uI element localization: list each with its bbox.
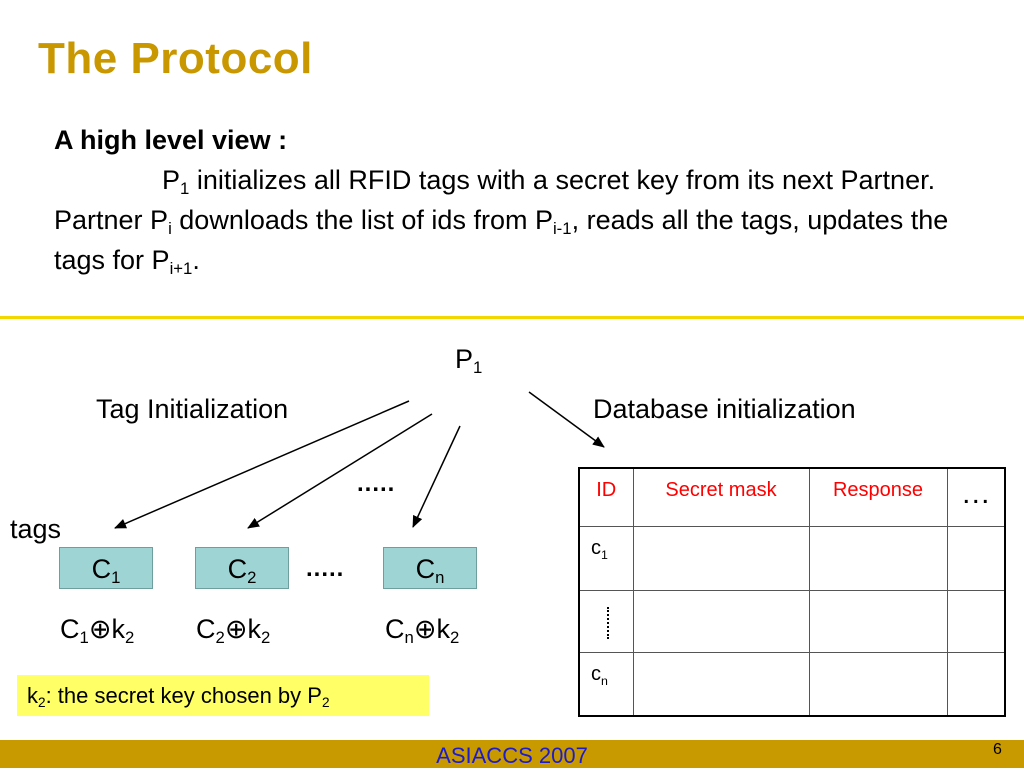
arrow-to-c1: [114, 400, 410, 529]
ellipsis-dots-top: .....: [357, 470, 396, 497]
table-cell: [632, 651, 810, 717]
header-response: Response: [808, 467, 948, 527]
divider-rule: [0, 316, 1024, 319]
body-paragraph: P1 initializes all RFID tags with a secr…: [54, 165, 949, 278]
table-cell: [632, 589, 810, 653]
table-cell: [808, 651, 948, 717]
p1-label: P1: [455, 344, 483, 377]
body-heading: A high level view :: [54, 125, 288, 155]
table-cell: [632, 525, 810, 591]
header-secret-mask: Secret mask: [632, 467, 810, 527]
table-cell: [946, 589, 1006, 653]
page-number: 6: [993, 741, 1002, 758]
tag-value-cn: Cn⊕k2: [385, 614, 460, 647]
tag-initialization-label: Tag Initialization: [96, 394, 289, 424]
table-header-row: ID Secret mask Response …: [578, 467, 1006, 527]
row-vertical-dots: [578, 589, 634, 653]
footer-text: ASIACCS 2007: [436, 743, 588, 768]
table-cell: [946, 525, 1006, 591]
row-label-c1: c1: [578, 525, 634, 591]
header-ellipsis: …: [946, 467, 1006, 527]
tag-box-cn: Cn: [383, 547, 477, 589]
arrow-to-c2: [247, 413, 433, 529]
table-cell: [808, 525, 948, 591]
arrow-to-cn: [412, 425, 461, 528]
table-row: c1: [578, 525, 1006, 591]
key-note: k2: the secret key chosen by P2: [17, 675, 429, 716]
table-row: cn: [578, 651, 1006, 717]
footer-bar: [0, 740, 1024, 768]
header-id: ID: [578, 467, 634, 527]
tag-box-c1: C1: [59, 547, 153, 589]
table-cell: [946, 651, 1006, 717]
tag-box-c2: C2: [195, 547, 289, 589]
database-initialization-label: Database initialization: [593, 394, 856, 424]
tag-value-c2: C2⊕k2: [196, 614, 271, 647]
table-cell: [808, 589, 948, 653]
arrow-to-database: [528, 391, 605, 448]
ellipsis-dots-middle: .....: [306, 555, 345, 582]
table-row: [578, 589, 1006, 653]
database-table: ID Secret mask Response … c1 cn: [578, 467, 1006, 717]
tag-value-c1: C1⊕k2: [60, 614, 135, 647]
slide-title: The Protocol: [38, 34, 313, 83]
tags-label: tags: [10, 514, 62, 544]
row-label-cn: cn: [578, 651, 634, 717]
body-text: A high level view : P1 initializes all R…: [54, 120, 974, 280]
